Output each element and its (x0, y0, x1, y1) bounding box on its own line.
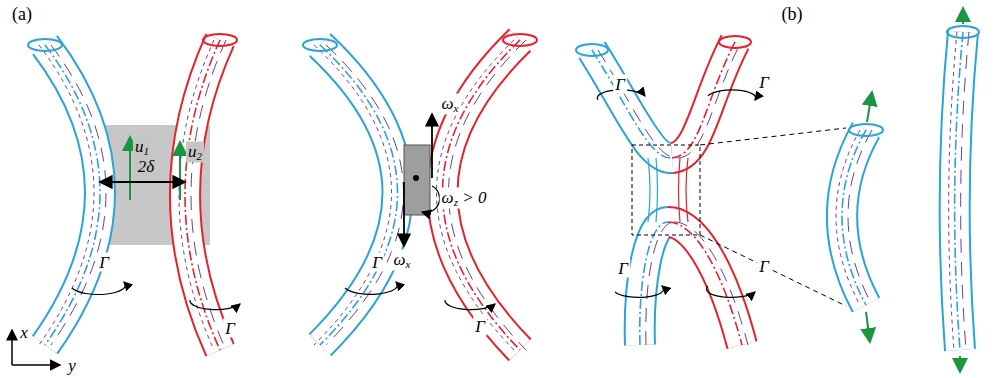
dimension-label: 2δ (136, 157, 156, 176)
circulation-label: Γ (223, 319, 237, 338)
axis-label: x (18, 323, 30, 342)
vorticity-label: ωz > 0 (440, 188, 489, 209)
vorticity-label: ωx (392, 250, 413, 271)
panel-label: (b) (780, 4, 805, 24)
circulation-label: Γ (370, 253, 384, 272)
axis-label: y (66, 356, 78, 375)
circulation-label: Γ (473, 317, 487, 336)
circulation-label: Γ (616, 259, 630, 278)
circulation-label: Γ (757, 257, 771, 276)
velocity-label: u1 (133, 137, 151, 158)
circulation-label: Γ (97, 253, 111, 272)
circulation-label: Γ (613, 75, 627, 94)
panel-label: (a) (10, 4, 34, 24)
velocity-label: u2 (186, 142, 204, 163)
circulation-label: Γ (757, 73, 771, 92)
vorticity-label: ωx (440, 94, 461, 115)
